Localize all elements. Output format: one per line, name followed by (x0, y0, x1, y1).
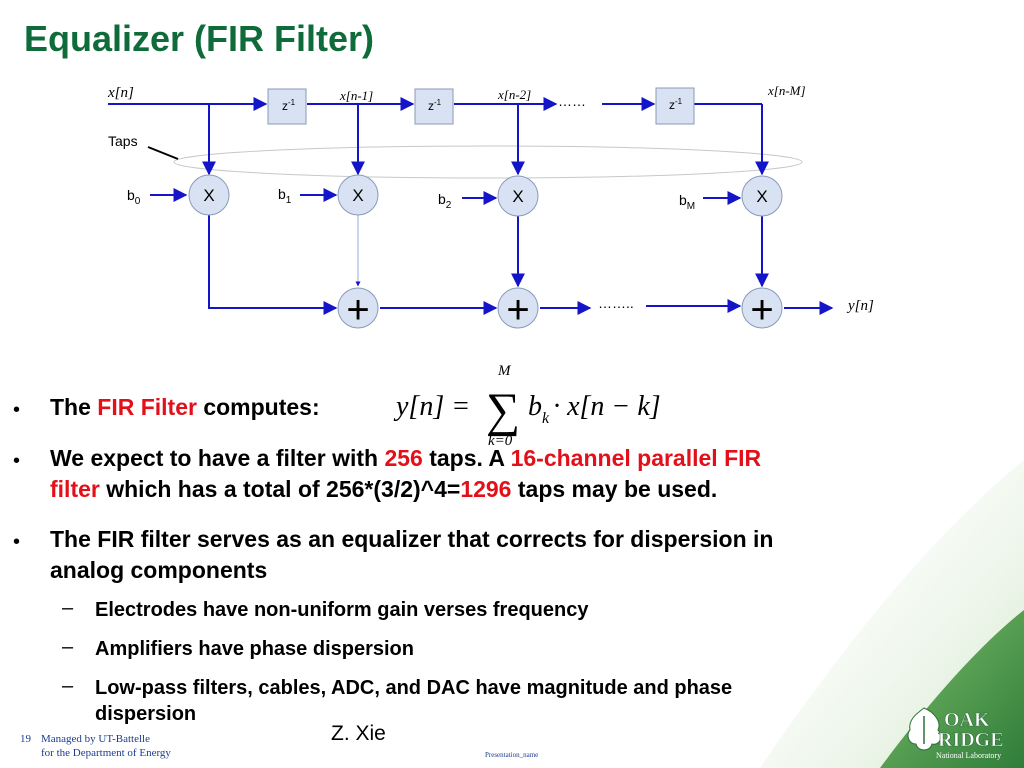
footer-managed-by: Managed by UT-Battelle (41, 733, 150, 745)
logo-text-line2: RIDGE (938, 729, 1004, 751)
signal-label-xnm: x[n-M] (767, 83, 806, 98)
multiplier-node (337, 174, 379, 216)
adder-continuation-dots: …….. (598, 295, 634, 311)
delay-continuation-dots: …… (558, 93, 586, 109)
bullet-dot: • (13, 450, 21, 472)
multiplier-node (188, 174, 230, 216)
multiplier-node (741, 175, 783, 217)
adder-node (497, 287, 539, 329)
sub-bullet-dash: – (62, 675, 74, 697)
multiplier-symbol: X (512, 187, 523, 206)
signal-label-xn: x[n] (107, 85, 134, 101)
page-number: 19 (20, 733, 31, 745)
adder-node (337, 287, 379, 329)
fir-block-diagram: z-1 z-1 z-1 X X X X + + + x[n] x[n-1] x[… (107, 83, 874, 332)
adder-symbol: + (750, 288, 773, 332)
taps-ellipse (173, 145, 803, 179)
sub-bullet-dash: – (62, 597, 74, 619)
multiplier-node (497, 175, 539, 217)
adder-symbol: + (506, 288, 529, 332)
sub-bullet-amplifiers: Amplifiers have phase dispersion (95, 638, 414, 660)
signal-label-xn2: x[n-2] (497, 87, 531, 102)
adder-node (741, 287, 783, 329)
logo-text-line3: National Laboratory (936, 751, 1001, 760)
footer-department: for the Department of Energy (41, 747, 171, 759)
taps-label: Taps (108, 133, 138, 149)
coefficient-label-b1: b1 (278, 186, 292, 206)
oak-ridge-logo: OAK RIDGE National Laboratory (907, 707, 1004, 760)
signal-label-yn: y[n] (846, 298, 874, 314)
delay-block: z-1 (414, 88, 454, 125)
svg-text:z-1: z-1 (428, 98, 442, 113)
multiplier-symbol: X (756, 187, 767, 206)
bullet-equalizer: The FIR filter serves as an equalizer th… (50, 526, 774, 583)
adder-symbol: + (346, 288, 369, 332)
bullet-dot: • (13, 531, 21, 553)
svg-text:z-1: z-1 (282, 98, 296, 113)
delay-block: z-1 (655, 87, 695, 125)
signal-label-xn1: x[n-1] (339, 88, 373, 103)
bullet-dot: • (13, 399, 21, 421)
footer-presentation-name: Presentation_name (485, 751, 539, 759)
coefficient-label-bm: bM (679, 192, 695, 212)
taps-pointer (147, 146, 179, 160)
delay-block: z-1 (267, 88, 307, 125)
multiplier-symbol: X (203, 186, 214, 205)
page-title: Equalizer (FIR Filter) (24, 18, 375, 59)
sub-bullet-electrodes: Electrodes have non-uniform gain verses … (95, 599, 589, 621)
multiplier-symbol: X (352, 186, 363, 205)
coefficient-label-b2: b2 (438, 191, 452, 211)
sub-bullet-lowpass: Low-pass filters, cables, ADC, and DAC h… (95, 677, 733, 725)
logo-text-line1: OAK (944, 709, 990, 731)
sub-bullet-dash: – (62, 636, 74, 658)
coefficient-label-b0: b0 (127, 187, 141, 207)
author-name: Z. Xie (331, 722, 386, 745)
bullet-fir-computes: The FIR Filter computes: (50, 394, 320, 420)
svg-text:z-1: z-1 (669, 97, 683, 112)
bullet-taps: We expect to have a filter with 256 taps… (50, 445, 762, 502)
